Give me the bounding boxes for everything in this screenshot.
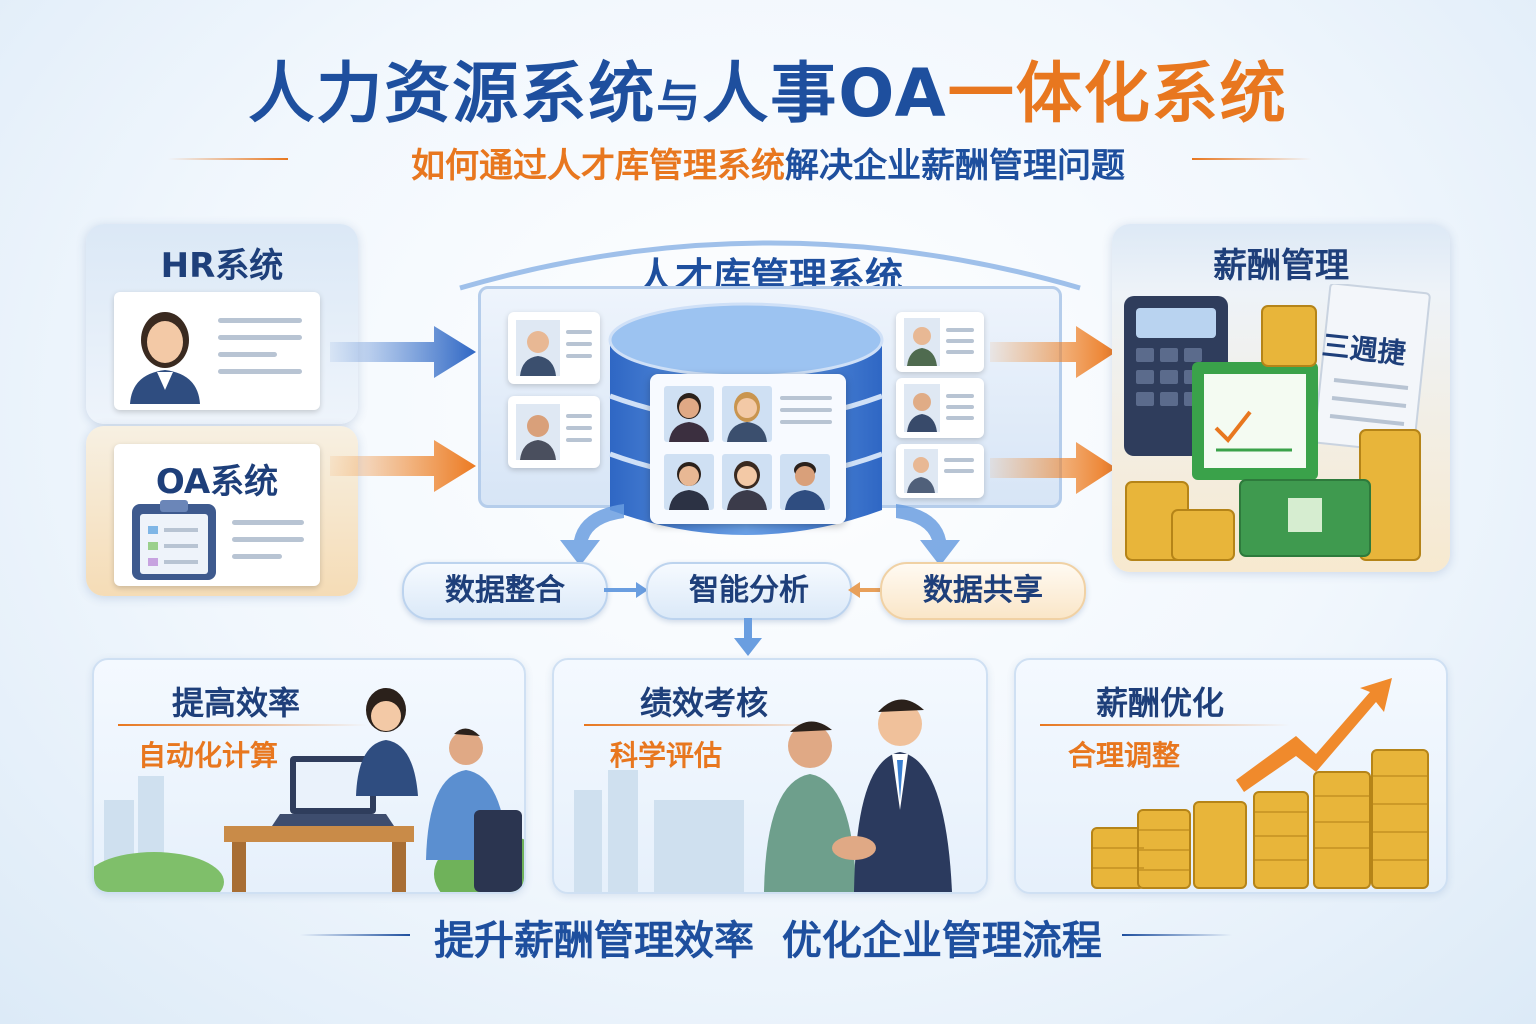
page-title: 人力资源系统与人事OA一体化系统 [248,55,1288,132]
employee-avatar-icon [130,312,200,404]
talent-grid-card [650,374,846,524]
person-avatar-icon [664,386,714,442]
pill-data-integration: 数据整合 [402,562,608,620]
arrow-down-icon [734,618,762,656]
office-workers-icon [94,688,524,892]
pill-data-sharing: 数据共享 [880,562,1086,620]
profile-card [896,378,984,438]
person-avatar-icon [780,454,830,510]
page-subtitle: 如何通过人才库管理系统解决企业薪酬管理问题 [411,146,1125,186]
feature-panel-performance: 绩效考核 科学评估 [552,658,988,894]
person-avatar-icon [904,449,938,493]
hr-system-panel: HR系统 [86,224,358,424]
footer-slogan: 提升薪酬管理效率 优化企业管理流程 [434,918,1102,964]
person-avatar-icon [516,404,560,460]
feature-title: 薪酬优化 [1096,684,1225,722]
feature-title: 提高效率 [172,684,301,722]
feature-subtitle: 科学评估 [610,739,723,772]
arrow-hr-to-center-icon [330,326,476,378]
footer-rule-right [1122,934,1232,936]
salary-management-panel: 薪酬管理 三週捷 [1112,224,1450,572]
feature-subtitle: 自动化计算 [138,739,279,772]
clipboard-icon [132,500,216,580]
oa-system-panel: OA系统 [86,426,358,596]
arrow-center-to-salary-icon [990,326,1116,378]
hr-employee-card [114,292,320,410]
salary-doc-text: 三週捷 [1320,328,1408,371]
profile-card [896,312,984,372]
salary-management-label: 薪酬管理 [1213,246,1349,286]
salary-illustration-icon [1124,284,1431,561]
arrow-oa-to-center-icon [330,440,476,492]
profile-card [508,396,600,468]
arrow-center-to-salary-icon [990,442,1116,494]
curved-arrow-left-icon [560,504,624,566]
person-avatar-icon [664,454,714,510]
arrow-right-icon [604,582,648,598]
person-avatar-icon [722,454,772,510]
footer-rule-left [300,934,410,936]
arrow-left-icon [848,582,882,598]
oa-system-label: OA系统 [155,462,279,502]
oa-card: OA系统 [114,444,320,586]
feature-subtitle: 合理调整 [1068,739,1181,772]
subtitle-rule-right [1192,158,1312,160]
subtitle-rule-left [168,158,288,160]
person-avatar-icon [722,386,772,442]
pill-intelligent-analysis: 智能分析 [646,562,852,620]
person-avatar-icon [904,384,940,432]
profile-card [508,312,600,384]
center-arc-icon [459,240,1081,291]
profile-card [896,444,984,498]
feature-panel-salary-optimization: 薪酬优化 合理调整 [1014,658,1448,894]
hr-system-label: HR系统 [160,246,284,286]
handshake-icon [574,699,952,892]
rising-coins-icon [1091,678,1429,889]
feature-title: 绩效考核 [640,684,769,722]
curved-arrow-right-icon [896,504,960,566]
person-avatar-icon [904,318,940,366]
person-avatar-icon [516,320,560,376]
feature-panel-efficiency: 提高效率 自动化计算 [92,658,526,894]
